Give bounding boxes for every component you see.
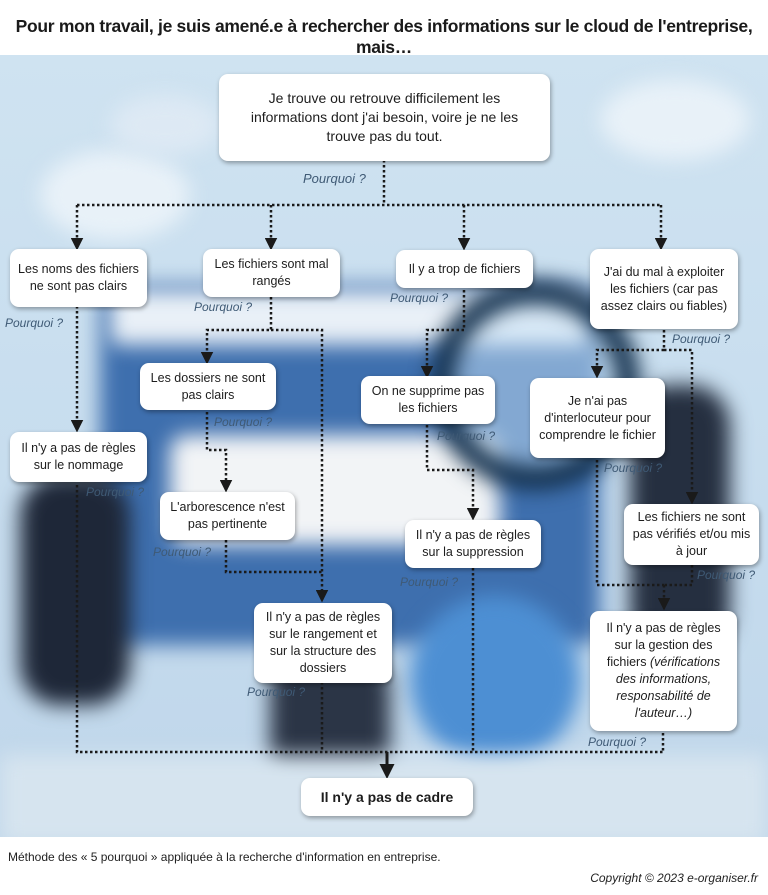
question-label: Pourquoi ?	[390, 291, 449, 305]
question-label: Pourquoi ?	[194, 300, 253, 314]
question-label: Pourquoi ?	[247, 685, 306, 699]
cause-text: J'ai du mal à exploiter les fichiers (ca…	[600, 264, 728, 313]
cause-text: Les noms des fichiers ne sont pas clairs	[18, 262, 139, 293]
question-label: Pourquoi ?	[400, 575, 459, 589]
cause-text: L'arborescence n'est pas pertinente	[170, 500, 285, 531]
cause-box-dossiers: Les dossiers ne sont pas clairs	[140, 363, 276, 410]
question-label: Pourquoi ?	[697, 568, 756, 582]
person-shape	[20, 475, 130, 705]
cause-box-trop: Il y a trop de fichiers	[396, 250, 533, 288]
cause-box-suppression: Il n'y a pas de règles sur la suppressio…	[405, 520, 541, 568]
question-label: Pourquoi ?	[672, 332, 731, 346]
diagram-title: Pour mon travail, je suis amené.e à rech…	[15, 16, 753, 57]
cloud-shape	[600, 80, 750, 160]
cause-box-ranges: Les fichiers sont mal rangés	[203, 249, 340, 297]
root-problem-text: Je trouve ou retrouve difficilement les …	[250, 90, 519, 144]
cause-text: Les fichiers ne sont pas vérifiés et/ou …	[632, 510, 751, 558]
cause-text-main: Il n'y a pas de règles sur la gestion de…	[606, 621, 721, 669]
cause-text: Il n'y a pas de règles sur le rangement …	[265, 610, 381, 675]
cause-box-nommage: Il n'y a pas de règles sur le nommage	[10, 432, 147, 482]
cause-text: Il n'y a pas de règles sur la gestion de…	[596, 620, 731, 722]
question-label: Pourquoi ?	[86, 485, 145, 499]
cause-text: Les fichiers sont mal rangés	[214, 257, 329, 288]
cause-box-exploiter: J'ai du mal à exploiter les fichiers (ca…	[590, 249, 738, 329]
root-problem-box: Je trouve ou retrouve difficilement les …	[219, 74, 550, 161]
cause-text: Il n'y a pas de règles sur le nommage	[21, 441, 136, 472]
root-cause-text: Il n'y a pas de cadre	[320, 788, 454, 805]
cause-box-arborescence: L'arborescence n'est pas pertinente	[160, 492, 295, 540]
cause-box-verifies: Les fichiers ne sont pas vérifiés et/ou …	[624, 504, 759, 565]
cause-box-supprime: On ne supprime pas les fichiers	[361, 376, 495, 424]
figure-caption: Méthode des « 5 pourquoi » appliquée à l…	[8, 850, 441, 864]
cause-box-gestion: Il n'y a pas de règles sur la gestion de…	[590, 611, 737, 731]
question-label: Pourquoi ?	[604, 461, 663, 475]
cause-box-interlocuteur: Je n'ai pas d'interlocuteur pour compren…	[530, 378, 665, 458]
cause-text: Il y a trop de fichiers	[408, 261, 521, 276]
question-label: Pourquoi ?	[214, 415, 273, 429]
cause-box-rangement: Il n'y a pas de règles sur le rangement …	[254, 603, 392, 683]
globe-shape	[410, 595, 580, 765]
cause-text: Les dossiers ne sont pas clairs	[150, 370, 266, 402]
question-label: Pourquoi ?	[153, 545, 212, 559]
cause-text: On ne supprime pas les fichiers	[371, 384, 485, 415]
question-label: Pourquoi ?	[437, 429, 496, 443]
cause-text-detail: (vérifications des informations, respons…	[615, 655, 721, 720]
question-label: Pourquoi ?	[588, 735, 647, 749]
root-cause-box: Il n'y a pas de cadre	[301, 778, 473, 816]
copyright-notice: Copyright © 2023 e-organiser.fr	[590, 871, 758, 885]
cloud-shape	[110, 95, 220, 155]
question-label: Pourquoi ?	[303, 171, 366, 186]
cause-text: Il n'y a pas de règles sur la suppressio…	[415, 528, 531, 559]
cloud-shape	[40, 150, 190, 240]
cause-box-noms: Les noms des fichiers ne sont pas clairs	[10, 249, 147, 307]
cause-text: Je n'ai pas d'interlocuteur pour compren…	[539, 393, 656, 442]
question-label: Pourquoi ?	[5, 316, 64, 330]
